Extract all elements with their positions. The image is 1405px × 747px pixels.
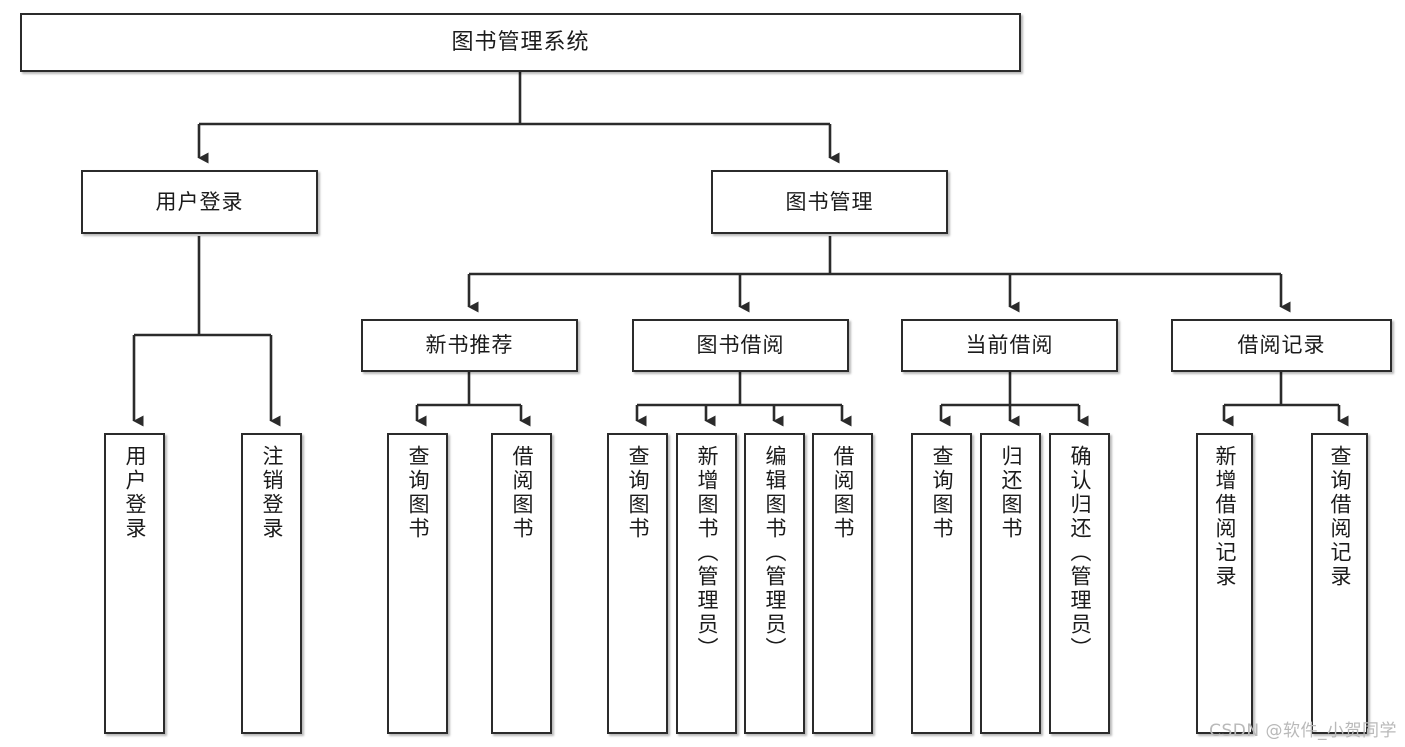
- node-borrow-records[interactable]: 借阅记录: [1171, 319, 1392, 372]
- node-label: 查询图书: [626, 445, 650, 541]
- leaf-add-book-admin[interactable]: 新增图书（管理员）: [676, 433, 737, 734]
- node-user-login[interactable]: 用户登录: [81, 170, 318, 234]
- leaf-add-borrow-record[interactable]: 新增借阅记录: [1196, 433, 1253, 734]
- leaf-borrow-book-recommend[interactable]: 借阅图书: [491, 433, 552, 734]
- leaf-edit-book-admin[interactable]: 编辑图书（管理员）: [744, 433, 805, 734]
- node-label: 当前借阅: [965, 333, 1054, 358]
- leaf-return-book[interactable]: 归还图书: [980, 433, 1041, 734]
- node-label: 查询图书: [406, 445, 430, 541]
- leaf-query-borrow-record[interactable]: 查询借阅记录: [1311, 433, 1368, 734]
- node-book-management[interactable]: 图书管理: [711, 170, 948, 234]
- node-label: 图书管理: [785, 189, 874, 214]
- node-label: 用户登录: [123, 445, 147, 541]
- node-root-system[interactable]: 图书管理系统: [20, 13, 1021, 72]
- node-label: 图书管理系统: [451, 29, 590, 55]
- node-book-borrow[interactable]: 图书借阅: [632, 319, 849, 372]
- node-label: 注销登录: [260, 445, 284, 541]
- node-label: 借阅记录: [1237, 333, 1326, 358]
- leaf-query-book-recommend[interactable]: 查询图书: [387, 433, 448, 734]
- leaf-logout[interactable]: 注销登录: [241, 433, 302, 734]
- node-label: 查询借阅记录: [1328, 445, 1352, 589]
- node-label: 借阅图书: [831, 445, 855, 541]
- node-label: 用户登录: [155, 189, 244, 214]
- node-label: 归还图书: [999, 445, 1023, 541]
- node-label: 查询图书: [930, 445, 954, 541]
- node-label: 编辑图书（管理员）: [763, 445, 787, 661]
- node-label: 新增图书（管理员）: [695, 445, 719, 661]
- leaf-query-book-current[interactable]: 查询图书: [911, 433, 972, 734]
- leaf-query-book-borrow[interactable]: 查询图书: [607, 433, 668, 734]
- leaf-user-login[interactable]: 用户登录: [104, 433, 165, 734]
- node-label: 图书借阅: [696, 333, 785, 358]
- leaf-confirm-return-admin[interactable]: 确认归还（管理员）: [1049, 433, 1110, 734]
- node-label: 新书推荐: [425, 333, 514, 358]
- node-current-borrow[interactable]: 当前借阅: [901, 319, 1118, 372]
- node-label: 确认归还（管理员）: [1068, 445, 1092, 661]
- watermark: CSDN @软件_小贺同学: [1209, 721, 1397, 741]
- leaf-borrow-book[interactable]: 借阅图书: [812, 433, 873, 734]
- node-new-book-recommend[interactable]: 新书推荐: [361, 319, 578, 372]
- node-label: 借阅图书: [510, 445, 534, 541]
- node-label: 新增借阅记录: [1213, 445, 1237, 589]
